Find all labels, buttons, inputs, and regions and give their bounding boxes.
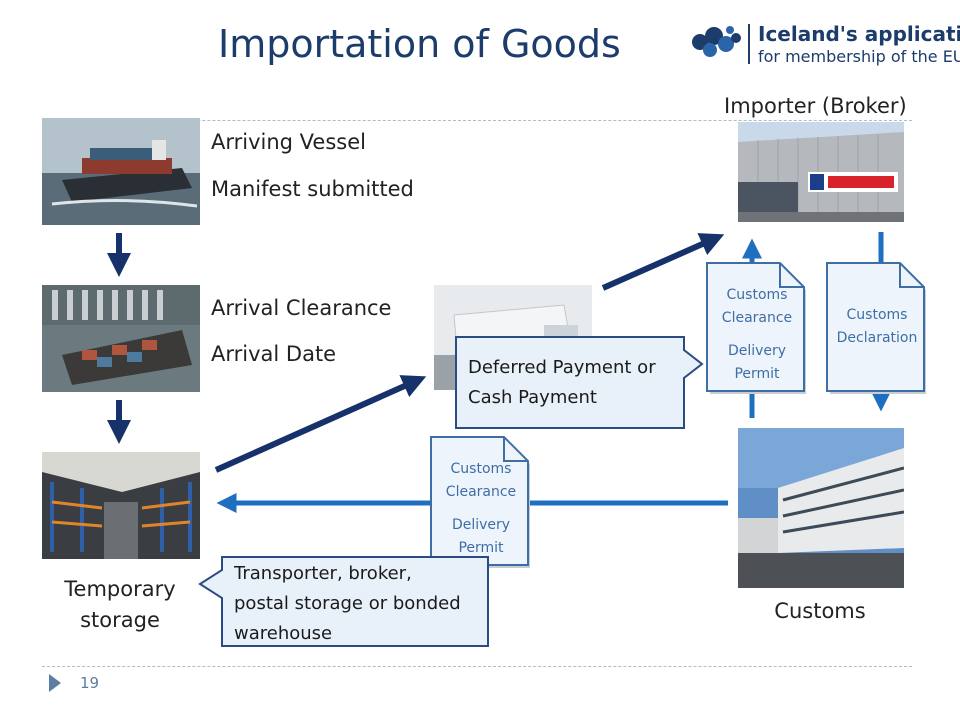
doc-top-line4: Permit bbox=[734, 366, 780, 382]
transporter-line1: Transporter, broker, bbox=[234, 563, 412, 584]
arrival-date-label: Arrival Date bbox=[211, 342, 337, 366]
transporter-line2: postal storage or bonded bbox=[234, 593, 461, 614]
doc-declaration-line1: Customs bbox=[846, 307, 908, 323]
warehouse-photo bbox=[42, 452, 200, 559]
customs-label: Customs bbox=[774, 599, 866, 623]
arrival-clearance-label: Arrival Clearance bbox=[211, 296, 392, 320]
doc-bottom-line2: Clearance bbox=[445, 484, 517, 500]
logo-title: Iceland's application bbox=[758, 22, 960, 46]
deferred-line1: Deferred Payment or bbox=[468, 357, 656, 378]
temporary-storage-label-line2: storage bbox=[80, 608, 160, 632]
customs-declaration-document: Customs Declaration bbox=[826, 262, 928, 396]
top-dashed-line bbox=[42, 120, 912, 121]
arriving-vessel-label: Arriving Vessel bbox=[211, 130, 366, 154]
page-title: Importation of Goods bbox=[218, 22, 621, 66]
manifest-submitted-label: Manifest submitted bbox=[211, 177, 414, 201]
doc-bottom-line1: Customs bbox=[450, 461, 512, 477]
bottom-dashed-line bbox=[42, 666, 912, 667]
intersport-photo bbox=[738, 122, 904, 222]
customs-building-photo bbox=[738, 428, 904, 588]
port-photo bbox=[42, 285, 200, 392]
doc-top-line3: Delivery bbox=[727, 343, 787, 359]
doc-declaration-line2: Declaration bbox=[836, 330, 918, 346]
customs-clearance-document-bottom: Customs Clearance Delivery Permit bbox=[430, 436, 532, 570]
footer-triangle-icon bbox=[48, 673, 62, 697]
logo-divider bbox=[748, 24, 750, 64]
temporary-storage-label-line1: Temporary bbox=[64, 577, 176, 601]
vessel-photo bbox=[42, 118, 200, 225]
puzzle-logo-icon bbox=[690, 22, 742, 62]
arrow-truck-to-importer bbox=[601, 233, 725, 291]
doc-top-line2: Clearance bbox=[721, 310, 793, 326]
transporter-line3: warehouse bbox=[234, 623, 333, 644]
deferred-line2: Cash Payment bbox=[468, 387, 597, 408]
page-number: 19 bbox=[80, 674, 100, 692]
transporter-callout: Transporter, broker, postal storage or b… bbox=[198, 556, 490, 648]
customs-clearance-document-top: Customs Clearance Delivery Permit bbox=[706, 262, 808, 396]
logo-subtitle: for membership of the EU bbox=[758, 47, 960, 66]
doc-bottom-line3: Delivery bbox=[451, 517, 511, 533]
importer-label: Importer (Broker) bbox=[724, 94, 907, 118]
doc-top-line1: Customs bbox=[726, 287, 788, 303]
deferred-payment-callout: Deferred Payment or Cash Payment bbox=[455, 336, 705, 430]
arrow-storage-to-truck bbox=[214, 375, 427, 473]
doc-bottom-line4: Permit bbox=[458, 540, 504, 556]
